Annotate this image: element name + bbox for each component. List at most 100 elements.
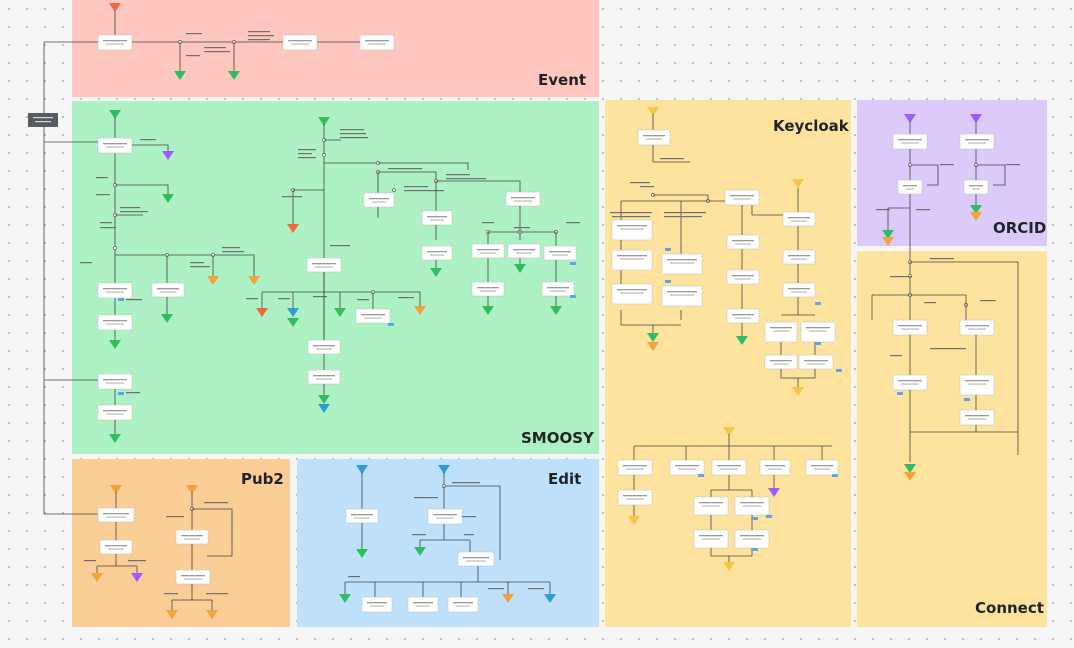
flow-node-text — [972, 188, 980, 190]
terminal-marker — [414, 547, 426, 556]
edge-label — [664, 212, 706, 214]
branch-point — [113, 246, 117, 250]
flow-node-text — [667, 259, 697, 261]
link-badge — [897, 392, 903, 395]
flow-node — [669, 459, 705, 476]
terminal-marker — [339, 594, 351, 603]
edge-label — [126, 299, 142, 301]
flow-node-text — [804, 360, 828, 362]
flow-node-text — [788, 255, 810, 257]
terminal-marker — [248, 276, 260, 285]
flow-node-text — [811, 465, 833, 467]
terminal-marker — [162, 194, 174, 203]
edge-label — [924, 302, 936, 304]
keycloak-section-title: Keycloak — [773, 117, 849, 135]
edge-label — [126, 392, 140, 394]
flow-node-text — [364, 317, 382, 319]
flow-node-text — [466, 560, 486, 562]
terminal-marker — [904, 472, 916, 481]
terminal-marker — [723, 562, 735, 571]
terminal-marker — [544, 594, 556, 603]
connect-section-title: Connect — [975, 599, 1044, 617]
edge-label — [446, 178, 486, 180]
flow-node-text — [456, 605, 470, 607]
edge-label — [464, 534, 474, 536]
terminal-marker — [318, 395, 330, 404]
terminal-marker — [161, 314, 173, 323]
flow-node-text — [550, 290, 566, 292]
flow-node-text — [106, 382, 124, 384]
link-badge — [766, 515, 772, 518]
flow-node — [97, 282, 133, 299]
flow-node-text — [106, 323, 124, 325]
flow-node — [611, 283, 653, 305]
flow-node-text — [184, 538, 200, 540]
flow-node — [782, 211, 816, 227]
edge-label — [166, 516, 184, 518]
flow-node — [764, 321, 798, 343]
edge-label — [100, 227, 116, 229]
flow-node — [97, 404, 133, 421]
flow-node — [447, 596, 479, 613]
flow-node-text — [699, 535, 723, 537]
flow-node — [611, 219, 653, 241]
edge-label — [164, 593, 178, 595]
connector-line — [115, 184, 169, 194]
flow-node — [282, 34, 318, 51]
terminal-marker — [334, 308, 346, 317]
flow-node-text — [765, 465, 785, 467]
edge-label — [340, 133, 366, 135]
edge-label — [330, 245, 350, 247]
terminal-marker — [970, 212, 982, 221]
edge-label — [388, 168, 422, 170]
flow-node-text — [313, 345, 335, 347]
flow-node-text — [291, 43, 309, 45]
edge-label — [640, 186, 654, 188]
flow-node-text — [898, 325, 922, 327]
edge-label — [282, 196, 302, 198]
edge-label — [630, 182, 650, 184]
flow-node — [151, 282, 185, 298]
flow-node — [421, 210, 453, 226]
terminal-marker — [482, 306, 494, 315]
flow-node-text — [516, 252, 532, 254]
link-badge — [570, 295, 576, 298]
flow-node — [617, 489, 653, 506]
flow-node-text — [617, 289, 647, 291]
connector-line — [132, 144, 169, 152]
flow-node-text — [108, 548, 124, 550]
flow-node-text — [788, 288, 810, 290]
flow-node — [541, 281, 575, 297]
edge-label — [204, 502, 228, 504]
flow-node-text — [898, 139, 922, 141]
edge-label — [412, 534, 426, 536]
section-event — [72, 0, 599, 97]
edge-label — [190, 262, 204, 264]
flow-node — [800, 321, 836, 343]
flow-node-text — [740, 535, 764, 537]
section-orcid — [857, 100, 1047, 246]
flow-node-text — [106, 413, 124, 415]
flow-node — [726, 234, 760, 250]
flow-node-text — [770, 327, 792, 329]
flow-node-text — [103, 410, 127, 412]
flow-node-text — [968, 418, 986, 420]
flow-node — [345, 508, 379, 524]
flow-node-text — [965, 380, 989, 382]
entry-node-text — [35, 121, 51, 123]
terminal-marker — [414, 306, 426, 315]
terminal-marker — [647, 342, 659, 351]
edge-label — [206, 593, 228, 595]
flow-node-text — [430, 219, 444, 221]
edge-label — [186, 33, 202, 35]
flow-node-text — [316, 348, 332, 350]
flow-node-text — [906, 188, 914, 190]
flow-node-text — [965, 325, 989, 327]
orcid-section-title: ORCID — [993, 219, 1047, 237]
edge-label — [96, 177, 108, 179]
edge-label — [340, 137, 368, 139]
edge-label — [222, 247, 240, 249]
flow-node-text — [370, 605, 384, 607]
edge-label — [248, 39, 270, 41]
flow-node-text — [617, 225, 647, 227]
